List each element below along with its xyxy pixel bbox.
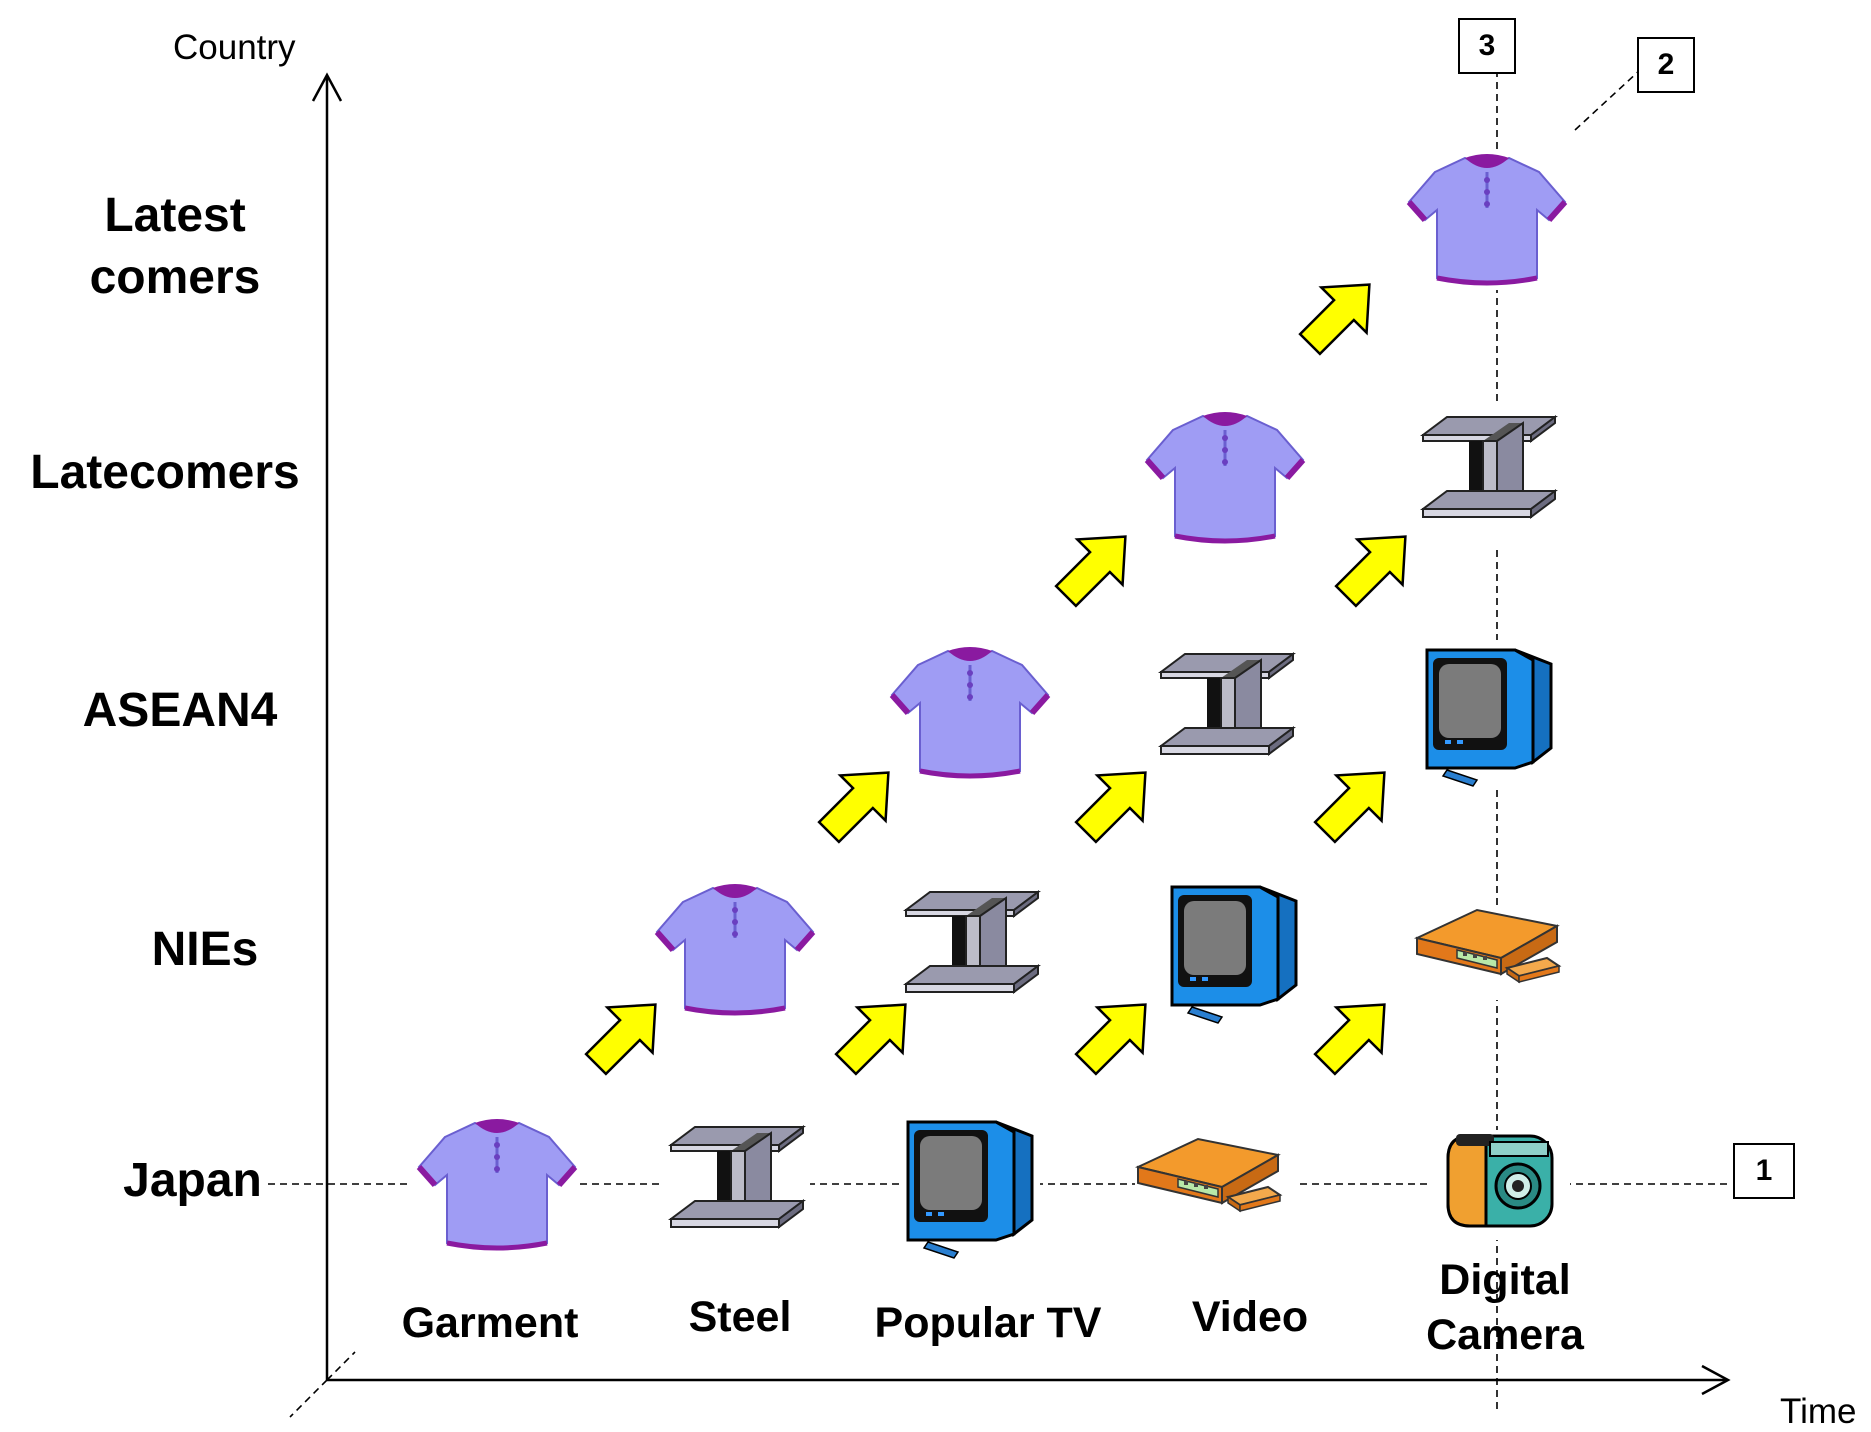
diagonal-axis-2 [1574,69,1641,131]
yellow-arrow-icon [1062,980,1170,1088]
country-label-latecomers: Latecomers [30,446,300,499]
axis-box-2: 2 [1637,37,1695,93]
x-axis-arrowhead [1701,1364,1731,1396]
yellow-arrow-icon [805,748,913,856]
country-label-asean4: ASEAN4 [82,684,278,737]
camera-icon [1446,1132,1554,1228]
x-axis-title: Time [1780,1392,1857,1431]
y-axis-arrowhead [311,72,343,102]
yellow-arrow-icon [1042,512,1150,620]
yellow-arrow-icon [1301,980,1409,1088]
country-label-japan: Japan [123,1154,262,1207]
yellow-arrow-icon [1062,748,1170,856]
shirt-icon [1147,412,1303,541]
steel-beam-icon [1160,653,1294,755]
axis-box-3: 3 [1458,18,1516,74]
product-label-popular-tv: Popular TV [874,1299,1102,1347]
shirt-icon [892,647,1048,776]
yellow-arrow-icon [1286,260,1394,368]
tv-icon [1170,885,1298,1025]
country-label-nies: NIEs [151,923,259,976]
product-label-garment: Garment [401,1299,579,1347]
product-label-video: Video [1191,1293,1309,1341]
diagonal-axis-upper-start [326,1351,356,1381]
axis-box-1: 1 [1733,1143,1795,1199]
yellow-arrow-icon [572,980,680,1088]
product-label-steel: Steel [688,1293,792,1341]
yellow-arrow-icon [1322,512,1430,620]
diagonal-axis-lower [289,1379,328,1418]
yellow-arrow-icon [1301,748,1409,856]
shirt-icon [657,884,813,1013]
icon-grid [410,150,1580,1260]
y-axis-title: Country [173,28,296,67]
